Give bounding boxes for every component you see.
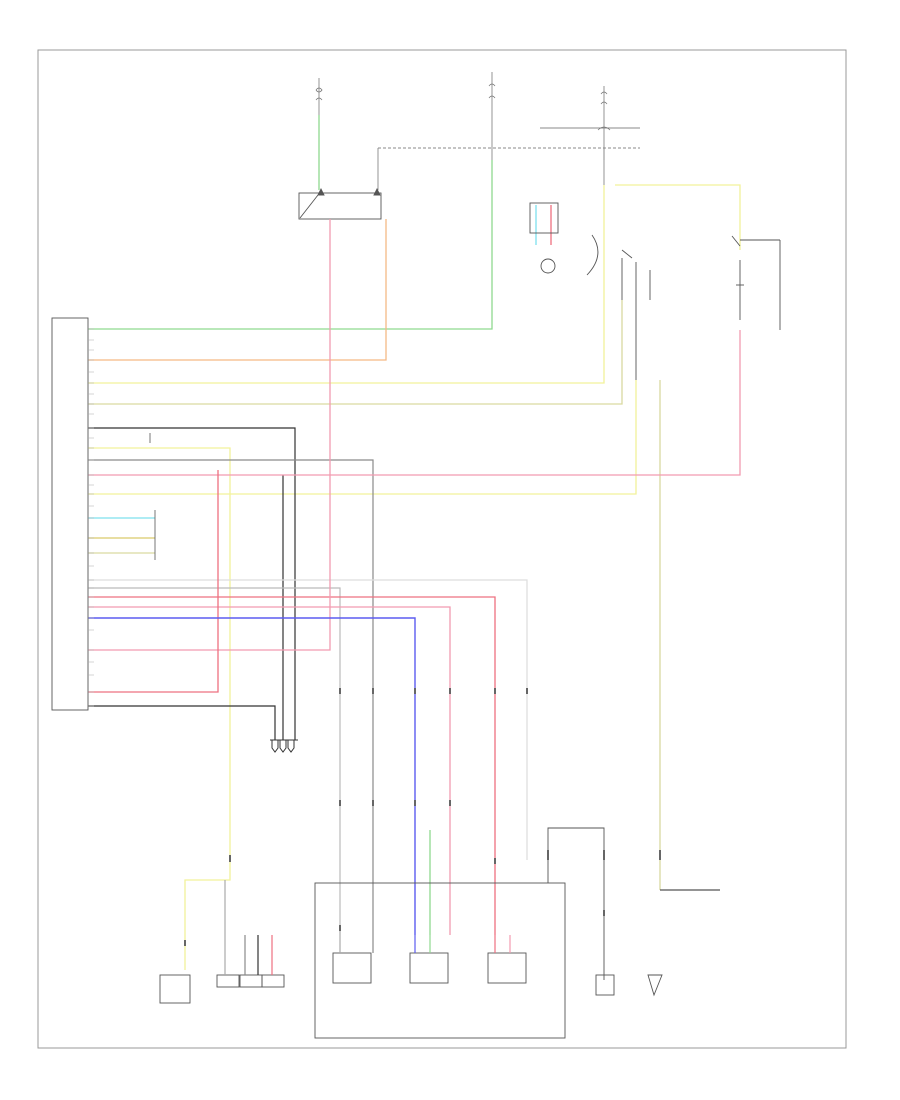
wire-blue bbox=[88, 617, 416, 935]
wire-short-colored bbox=[88, 537, 155, 554]
switch-component bbox=[529, 202, 651, 380]
control-unit-module bbox=[51, 317, 89, 711]
wire-yellow bbox=[88, 184, 741, 970]
bottom-components bbox=[159, 827, 663, 1039]
wire-cyan bbox=[88, 205, 552, 519]
relay-upper bbox=[298, 187, 382, 220]
module-pin-ticks bbox=[88, 328, 94, 707]
connector-ticks bbox=[184, 688, 661, 946]
wire-green bbox=[88, 115, 493, 935]
bottom-wires bbox=[224, 880, 720, 975]
diagram-frame bbox=[37, 49, 847, 1049]
wire-red bbox=[88, 219, 741, 935]
joint-connector-brackets bbox=[149, 433, 156, 560]
wire-orange bbox=[88, 219, 387, 361]
relay-right bbox=[731, 235, 781, 330]
ground-bundle bbox=[270, 739, 298, 753]
fuse-symbols bbox=[315, 83, 611, 131]
power-feeds bbox=[318, 72, 640, 190]
wire-dark bbox=[88, 427, 528, 930]
